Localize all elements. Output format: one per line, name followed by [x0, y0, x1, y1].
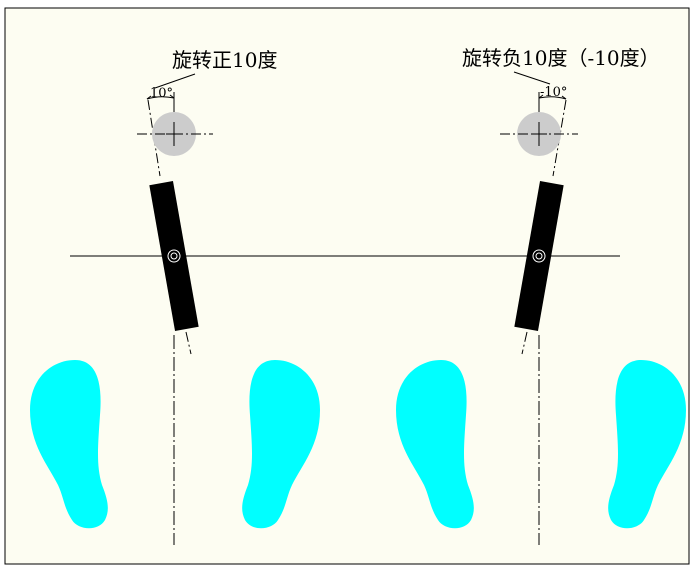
- drawing-frame: [4, 7, 690, 565]
- right-angle-arc: [538, 96, 567, 100]
- right-leader-line: [513, 71, 551, 85]
- left-angle-arc: [146, 96, 175, 100]
- left-assembly: 10° 旋转正10度: [137, 48, 277, 545]
- right-angle-label: -10°: [540, 85, 567, 100]
- right-pivot-icon: [532, 249, 546, 263]
- right-tilted-centerline-lower: [521, 331, 528, 355]
- right-assembly: -10° 旋转负10度（-10度）: [462, 46, 660, 545]
- left-angle-label: 10°: [150, 86, 173, 101]
- left-title: 旋转正10度: [172, 48, 277, 72]
- left-leader-line: [154, 73, 196, 89]
- right-title: 旋转负10度（-10度）: [462, 46, 660, 70]
- left-tilted-centerline-lower: [185, 331, 192, 355]
- left-pivot-icon: [167, 249, 181, 263]
